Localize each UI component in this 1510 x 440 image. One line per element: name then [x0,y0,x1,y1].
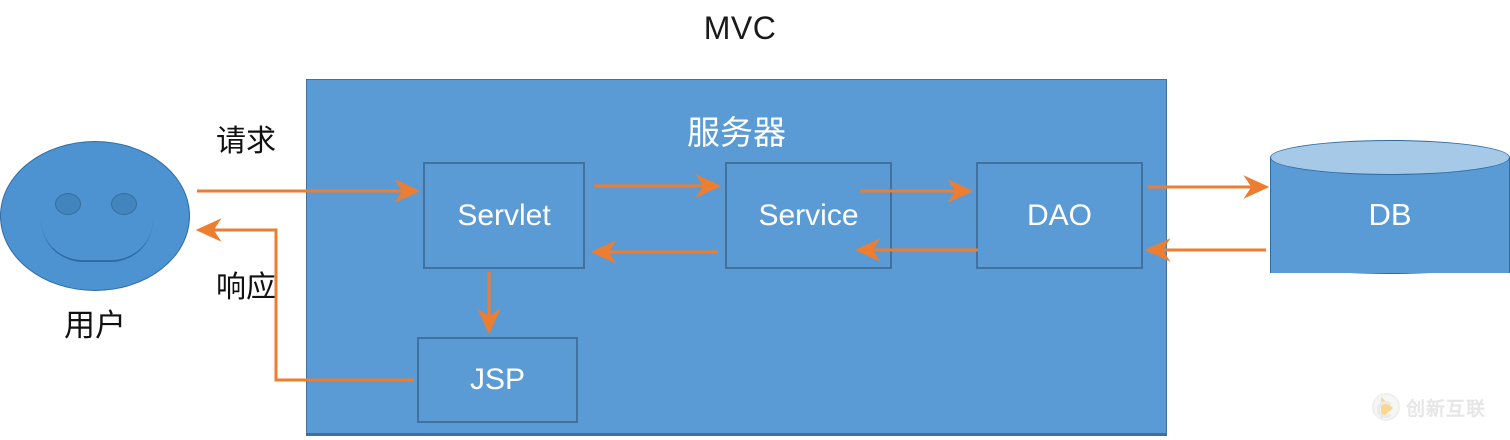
node-jsp[interactable]: JSP [417,337,578,423]
node-jsp-label: JSP [469,363,526,396]
request-flow-label: 请求 [216,125,276,158]
db-cylinder-body [1270,157,1510,273]
watermark: 创新互联 [1372,390,1498,424]
node-servlet-label: Servlet [457,198,551,232]
smiley-right-eye-icon [111,193,137,215]
node-service-label: Service [758,198,859,232]
response-flow-label: 响应 [216,271,276,304]
node-service[interactable]: Service [725,162,892,269]
node-dao[interactable]: DAO [976,162,1143,269]
page-title: MVC [703,10,777,46]
node-dao-label: DAO [1026,198,1092,232]
smiley-mouth-icon [41,220,153,262]
smiley-face-icon [0,141,190,291]
database-label: DB [1368,197,1412,232]
watermark-text: 创新互联 [1406,398,1487,420]
smiley-left-eye-icon [55,193,81,215]
db-cylinder-top [1270,140,1510,175]
brand-logo-icon [1372,393,1400,421]
server-panel-label: 服务器 [687,114,786,151]
actor-label: 用户 [64,308,126,343]
database-cylinder-icon[interactable]: DB [1270,140,1510,290]
node-servlet[interactable]: Servlet [423,162,585,269]
